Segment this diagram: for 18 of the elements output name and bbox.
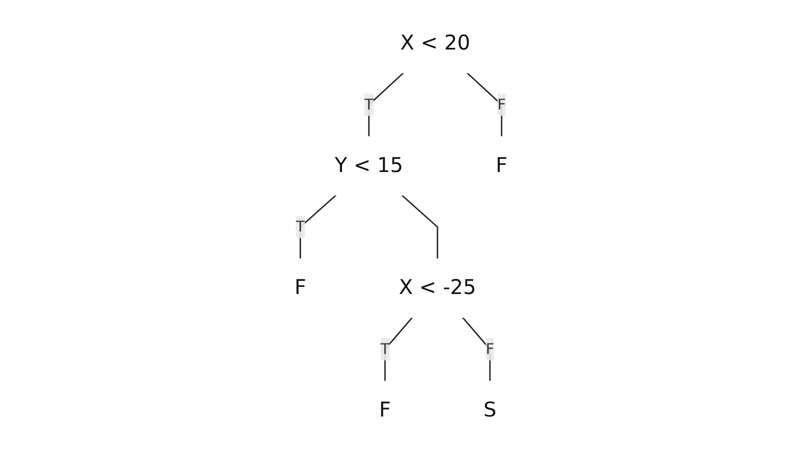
edge-label: T	[380, 340, 390, 358]
connector	[466, 72, 502, 136]
connector	[300, 194, 337, 258]
node-text: F	[294, 276, 306, 300]
node-text: Y < 15	[334, 154, 404, 177]
edge-label: T	[364, 94, 374, 113]
node-text: F	[379, 398, 391, 422]
node-text: X < 20	[400, 32, 470, 55]
connector	[368, 72, 404, 136]
edge-label: T	[296, 217, 305, 235]
node-text: F	[496, 154, 508, 177]
edge-label: F	[497, 94, 506, 113]
connector	[401, 194, 438, 258]
connector	[462, 316, 491, 381]
node-text: X < -25	[398, 276, 476, 300]
node-text: S	[484, 398, 496, 422]
connector	[384, 316, 413, 381]
edge-label: F	[486, 340, 494, 358]
